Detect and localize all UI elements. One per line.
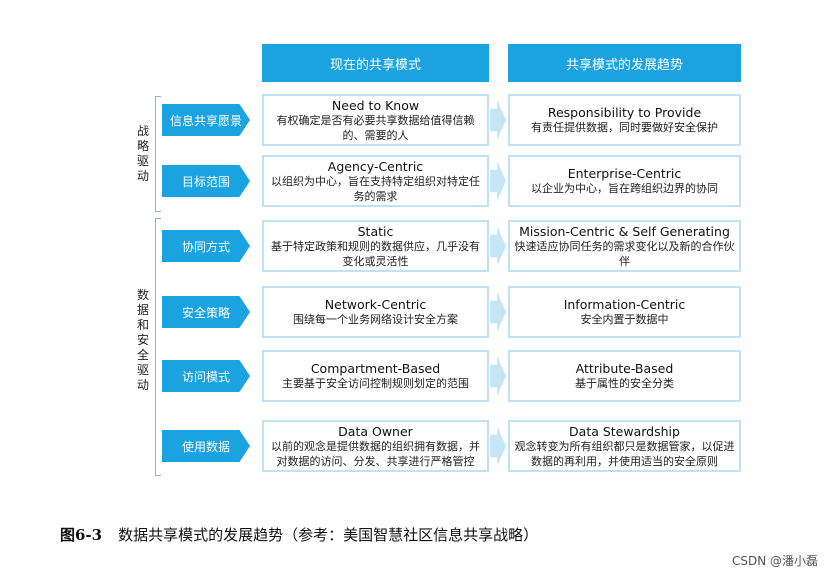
current-mode-title: Need to Know bbox=[331, 97, 420, 113]
arrow-icon bbox=[490, 161, 506, 201]
trend-desc: 有责任提供数据，同时要做好安全保护 bbox=[531, 121, 718, 134]
row-label: 信息共享愿景 bbox=[162, 104, 250, 136]
row-label: 目标范围 bbox=[162, 165, 250, 197]
current-mode-title: Static bbox=[357, 223, 394, 239]
trend-title: Attribute-Based bbox=[575, 361, 674, 376]
figure-caption: 图6-3 数据共享模式的发展趋势（参考：美国智慧社区信息共享战略） bbox=[60, 524, 538, 545]
current-mode-desc: 基于特定政策和规则的数据供应，几乎没有变化或灵活性 bbox=[271, 239, 480, 268]
arrow-icon bbox=[490, 226, 506, 266]
trend-title: Responsibility to Provide bbox=[547, 105, 702, 120]
strategy-bracket bbox=[155, 96, 161, 212]
arrow-icon bbox=[490, 100, 506, 140]
arrow-icon bbox=[490, 426, 506, 466]
current-mode-title: Agency-Centric bbox=[327, 158, 424, 174]
group-label-strategy: 战略驱动 bbox=[136, 124, 149, 183]
data-security-bracket bbox=[155, 218, 161, 476]
trend-desc: 基于属性的安全分类 bbox=[575, 377, 674, 390]
row-label: 安全策略 bbox=[162, 296, 250, 328]
header-trend: 共享模式的发展趋势 bbox=[508, 44, 741, 82]
current-mode-desc: 主要基于安全访问控制规则划定的范围 bbox=[282, 377, 469, 390]
trend-desc: 以企业为中心，旨在跨组织边界的协同 bbox=[531, 182, 718, 195]
arrow-icon bbox=[490, 356, 506, 396]
trend-desc: 快速适应协同任务的需求变化以及新的合作伙伴 bbox=[514, 239, 735, 268]
trend-title: Enterprise-Centric bbox=[567, 166, 682, 181]
current-mode-desc: 围绕每一个业务网络设计安全方案 bbox=[293, 313, 458, 326]
row-label: 访问模式 bbox=[162, 360, 250, 392]
trend-title: Information-Centric bbox=[563, 297, 686, 312]
current-mode-desc: 以组织为中心，旨在支持特定组织对特定任务的需求 bbox=[271, 174, 480, 203]
group-label-data-security: 数据和安全驱动 bbox=[136, 288, 149, 392]
trend-desc: 安全内置于数据中 bbox=[580, 313, 669, 326]
current-mode-title: Compartment-Based bbox=[310, 361, 441, 376]
current-mode-title: Network-Centric bbox=[324, 297, 427, 312]
caption-number: 图6-3 bbox=[60, 526, 103, 544]
arrow-icon bbox=[490, 292, 506, 332]
trend-title: Data Stewardship bbox=[569, 423, 680, 439]
current-mode-desc: 以前的观念是提供数据的组织拥有数据，并对数据的访问、分发、共享进行严格管控 bbox=[271, 439, 480, 468]
caption-text: 数据共享模式的发展趋势（参考：美国智慧社区信息共享战略） bbox=[118, 526, 539, 544]
current-mode-desc: 有权确定是否有必要共享数据给值得信赖的、需要的人 bbox=[276, 113, 475, 142]
trend-title: Mission-Centric & Self Generating bbox=[519, 223, 730, 239]
watermark: CSDN @潘小磊 bbox=[731, 554, 818, 568]
header-current-mode: 现在的共享模式 bbox=[262, 44, 489, 82]
row-label: 协同方式 bbox=[162, 230, 250, 262]
trend-desc: 观念转变为所有组织都只是数据管家，以促进数据的再利用，并使用适当的安全原则 bbox=[514, 439, 735, 468]
row-label: 使用数据 bbox=[162, 430, 250, 462]
current-mode-title: Data Owner bbox=[338, 423, 413, 439]
